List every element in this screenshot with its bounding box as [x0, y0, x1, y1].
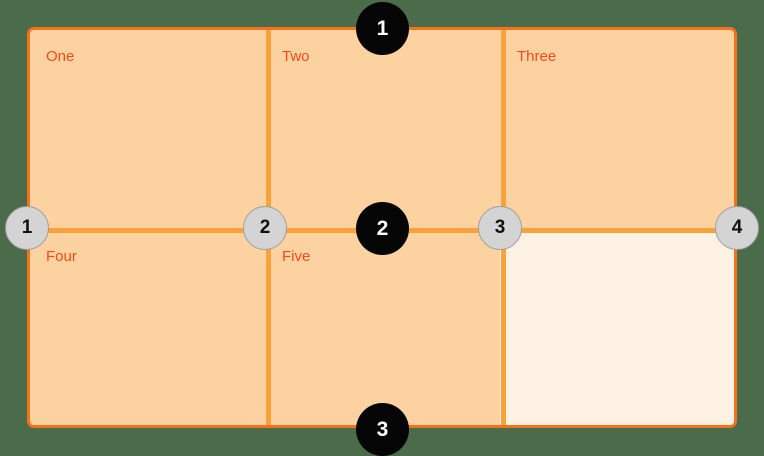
grid-cell-label-five: Five [282, 248, 311, 265]
grid-cell-label-two: Two [282, 48, 310, 65]
row-handle-3[interactable]: 3 [356, 403, 409, 456]
row-handle-1[interactable]: 1 [356, 2, 409, 55]
grid-cell-empty[interactable] [500, 228, 734, 425]
grid-cell-label-one: One [46, 48, 75, 65]
grid-cell-label-four: Four [46, 248, 77, 265]
grid-cell-label-three: Three [517, 48, 557, 65]
row-handle-2[interactable]: 2 [356, 202, 409, 255]
column-handle-4[interactable]: 4 [715, 206, 759, 250]
grid-frame [27, 27, 737, 428]
column-handle-2[interactable]: 2 [243, 206, 287, 250]
column-handle-1[interactable]: 1 [5, 206, 49, 250]
column-handle-3[interactable]: 3 [478, 206, 522, 250]
